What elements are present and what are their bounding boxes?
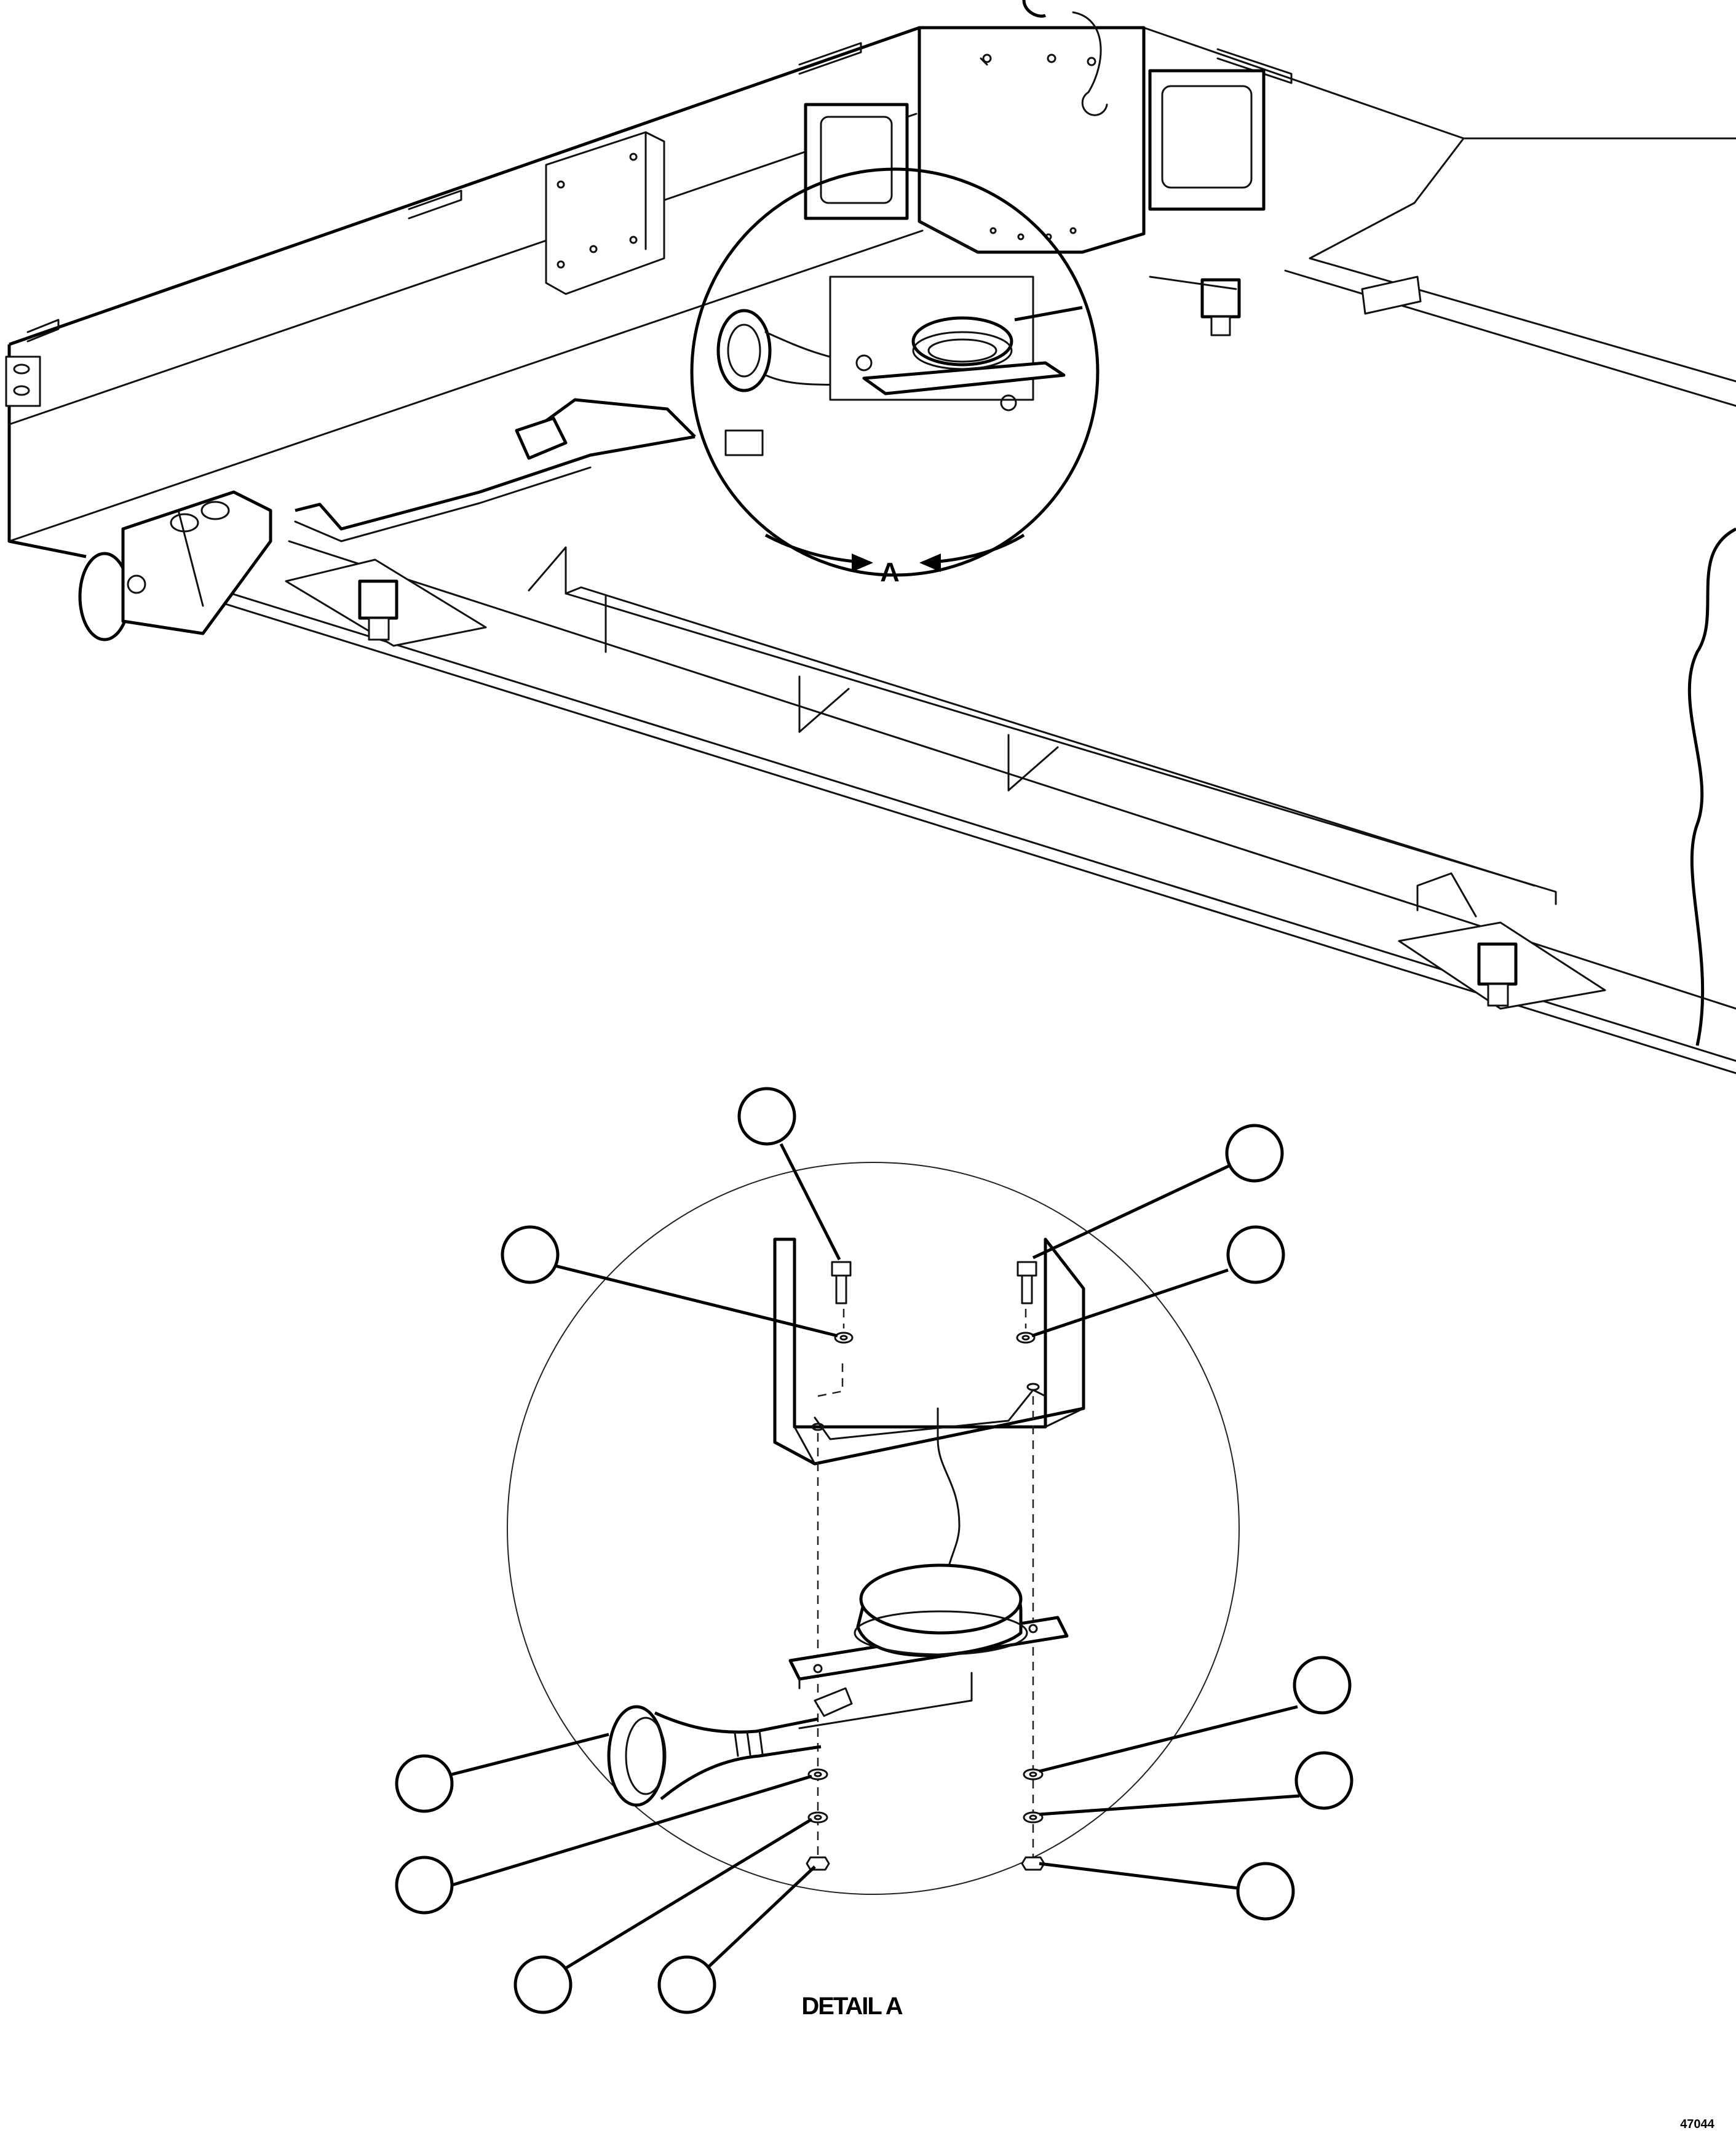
washer-upper-right	[1016, 1332, 1036, 1344]
bolt-left	[831, 1261, 852, 1304]
trumpet-horn	[607, 1687, 853, 1807]
callout-bubble-nut-right	[1236, 1862, 1295, 1921]
lock-washer-left	[807, 1811, 828, 1824]
detail-label: DETAIL A	[801, 1993, 902, 2020]
nut-right	[1021, 1856, 1045, 1871]
mount-bracket-left	[78, 490, 272, 641]
callout-bubble-bolt-left	[737, 1087, 796, 1146]
horn-assembly-in-view	[716, 276, 1083, 411]
detail-boundary	[507, 1162, 1240, 1895]
enclosure-body	[7, 26, 1736, 1046]
callout-bubble-flat-washer-left	[395, 1856, 454, 1915]
nut-left	[806, 1856, 830, 1871]
view-arrows: A	[764, 533, 1025, 587]
junction-box	[545, 131, 665, 295]
isolator-mount-right	[1398, 872, 1606, 1010]
callout-bubble-horn	[395, 1754, 454, 1813]
washer-upper-left	[834, 1332, 854, 1344]
callout-bubble-lock-washer-right	[1294, 1751, 1354, 1810]
u-bracket	[773, 1237, 1085, 1466]
end-bracket-left	[5, 355, 41, 407]
wiring-harness	[294, 398, 764, 542]
callout-bubble-nut-left	[657, 1955, 716, 2014]
leader-lines	[451, 1143, 1300, 1970]
drawing-id: 47044	[1680, 2118, 1714, 2131]
lock-washer-right	[1023, 1811, 1044, 1824]
view-label: A	[880, 557, 900, 587]
bolt-right	[1017, 1261, 1037, 1304]
flat-washer-left	[807, 1768, 828, 1781]
flat-washer-right	[1023, 1768, 1044, 1781]
callout-bubbles	[395, 1087, 1354, 2014]
isolator-mount-top	[1149, 276, 1422, 336]
center-housing	[804, 0, 1266, 254]
isolator-mount-left	[285, 558, 487, 647]
horn-driver	[788, 1563, 1069, 1729]
chassis-view: A	[5, 0, 1736, 1074]
callout-bubble-flat-washer-right	[1293, 1656, 1352, 1715]
callout-bubble-lock-washer-left	[513, 1955, 573, 2014]
callout-bubble-washer-upper-right	[1226, 1225, 1285, 1284]
detail-a-view: DETAIL A	[395, 1087, 1354, 2020]
callout-bubble-bolt-right	[1225, 1124, 1284, 1183]
detail-a-circle	[690, 167, 1100, 577]
callout-bubble-washer-upper-left	[501, 1225, 560, 1284]
